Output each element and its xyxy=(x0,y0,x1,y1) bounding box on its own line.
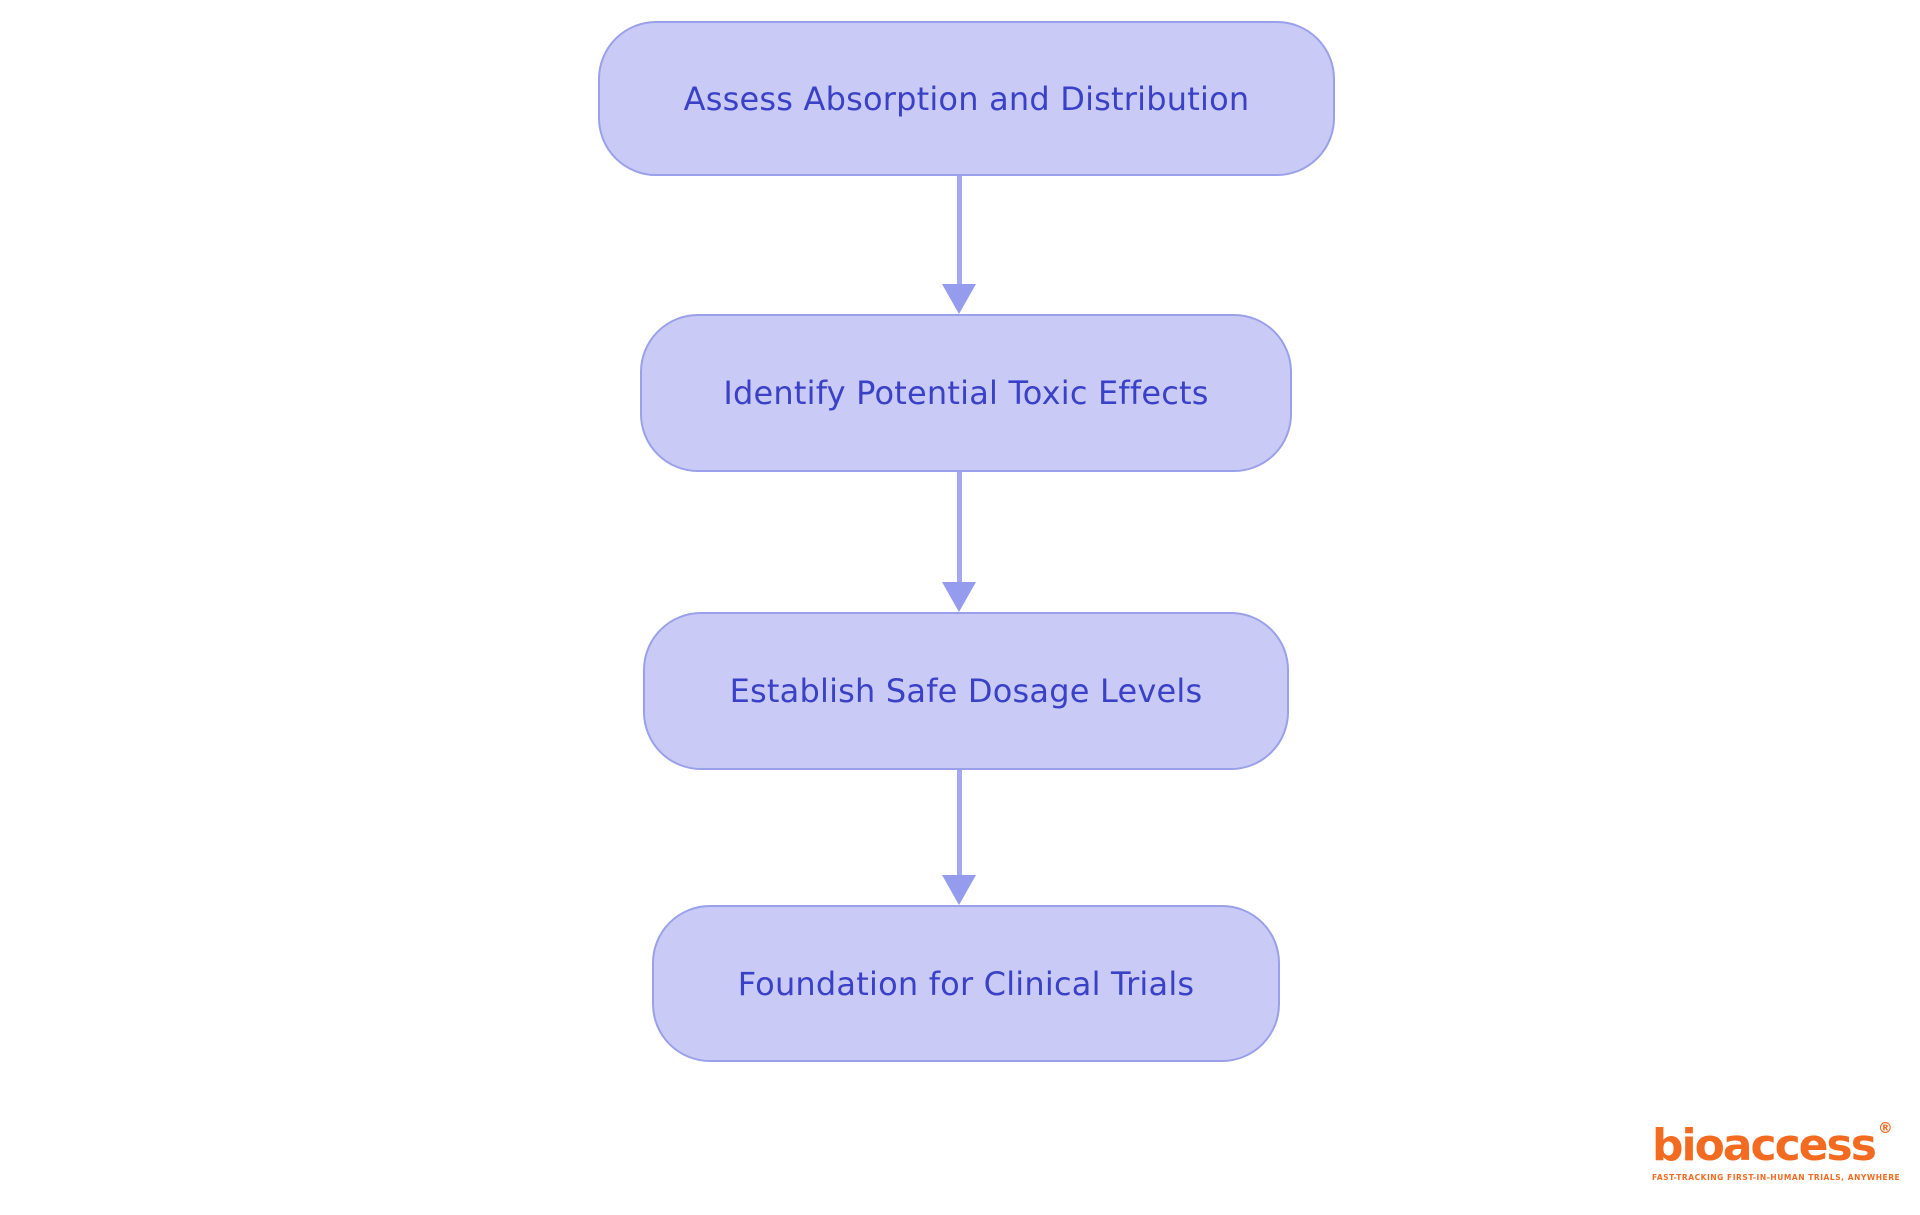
flow-arrow-1 xyxy=(942,176,976,314)
arrow-line xyxy=(956,176,962,284)
arrow-line xyxy=(956,472,962,582)
arrow-head-icon xyxy=(942,875,976,905)
flow-arrow-3 xyxy=(942,770,976,905)
flow-node-assess-absorption-distribution: Assess Absorption and Distribution xyxy=(598,21,1335,176)
bioaccess-tagline: FAST-TRACKING FIRST-IN-HUMAN TRIALS, ANY… xyxy=(1652,1173,1901,1183)
flow-arrow-2 xyxy=(942,472,976,612)
registered-trademark-icon: ® xyxy=(1877,1119,1893,1137)
arrow-head-icon xyxy=(942,582,976,612)
flow-node-label: Establish Safe Dosage Levels xyxy=(729,672,1203,710)
flow-node-foundation-for-clinical-trials: Foundation for Clinical Trials xyxy=(652,905,1280,1062)
arrow-head-icon xyxy=(942,284,976,314)
bioaccess-logo-wordmark: bioaccess® xyxy=(1652,1119,1900,1171)
arrow-line xyxy=(956,770,962,875)
flow-node-establish-safe-dosage-levels: Establish Safe Dosage Levels xyxy=(643,612,1289,770)
flow-node-label: Identify Potential Toxic Effects xyxy=(723,374,1209,412)
bioaccess-logo: bioaccess® FAST-TRACKING FIRST-IN-HUMAN … xyxy=(1652,1119,1901,1183)
flow-node-label: Foundation for Clinical Trials xyxy=(737,964,1195,1003)
flow-node-label: Assess Absorption and Distribution xyxy=(683,79,1250,118)
flow-node-identify-potential-toxic-effects: Identify Potential Toxic Effects xyxy=(640,314,1292,472)
bioaccess-brand-text: bioaccess xyxy=(1652,1120,1877,1171)
